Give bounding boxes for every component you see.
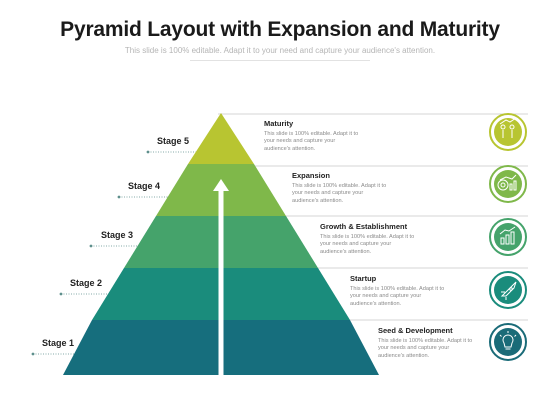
- icon-circle-3: [489, 218, 527, 256]
- title-divider: [190, 60, 370, 61]
- stage-label-5: Stage 5: [157, 136, 190, 146]
- stage-description: This slide is 100% editable. Adapt it to…: [350, 286, 445, 307]
- stage-heading: Growth & Establishment: [320, 222, 408, 231]
- stage-item-startup: Startup This slide is 100% editable. Ada…: [350, 274, 445, 308]
- stage-dot-3: [89, 244, 93, 248]
- icon-circle-2: [489, 271, 527, 309]
- bar-chart-growth-icon: [499, 226, 516, 245]
- stage-label-2: Stage 2: [70, 278, 103, 288]
- page-title: Pyramid Layout with Expansion and Maturi…: [60, 18, 500, 41]
- stage-heading: Startup: [350, 274, 377, 283]
- stage-description: This slide is 100% editable. Adapt it to…: [320, 234, 415, 255]
- stage-label-1: Stage 1: [42, 338, 75, 348]
- stage-dot-5: [146, 150, 150, 154]
- startup-rocket-icon: [500, 281, 517, 300]
- icon-circle-1: [489, 323, 527, 361]
- growth-arrow-shaft: [218, 190, 224, 375]
- stage-item-maturity: Maturity This slide is 100% editable. Ad…: [264, 119, 359, 153]
- lightbulb-icon: [499, 331, 517, 350]
- stage-description: This slide is 100% editable. Adapt it to…: [292, 183, 387, 204]
- stage-dot-1: [31, 352, 35, 356]
- stage-description: This slide is 100% editable. Adapt it to…: [264, 131, 359, 152]
- stage-item-expansion: Expansion This slide is 100% editable. A…: [292, 171, 387, 205]
- icon-circle-4: [489, 165, 527, 203]
- stage-dot-2: [59, 292, 63, 296]
- pyramid-tier-5: [188, 113, 254, 164]
- target-chart-icon: [497, 174, 517, 191]
- page-subtitle: This slide is 100% editable. Adapt it to…: [124, 46, 436, 55]
- stage-heading: Seed & Development: [378, 326, 453, 335]
- stage-item-growth: Growth & Establishment This slide is 100…: [320, 222, 415, 256]
- stage-heading: Maturity: [264, 119, 294, 128]
- stage-item-seed: Seed & Development This slide is 100% ed…: [378, 326, 473, 360]
- stage-label-3: Stage 3: [101, 230, 134, 240]
- stage-label-4: Stage 4: [128, 181, 161, 191]
- icon-circle-5: [489, 113, 527, 151]
- stage-heading: Expansion: [292, 171, 330, 180]
- growth-arrow-head: [213, 179, 229, 191]
- growth-people-icon: [499, 117, 517, 138]
- stage-dot-4: [117, 195, 121, 199]
- stage-description: This slide is 100% editable. Adapt it to…: [378, 338, 473, 359]
